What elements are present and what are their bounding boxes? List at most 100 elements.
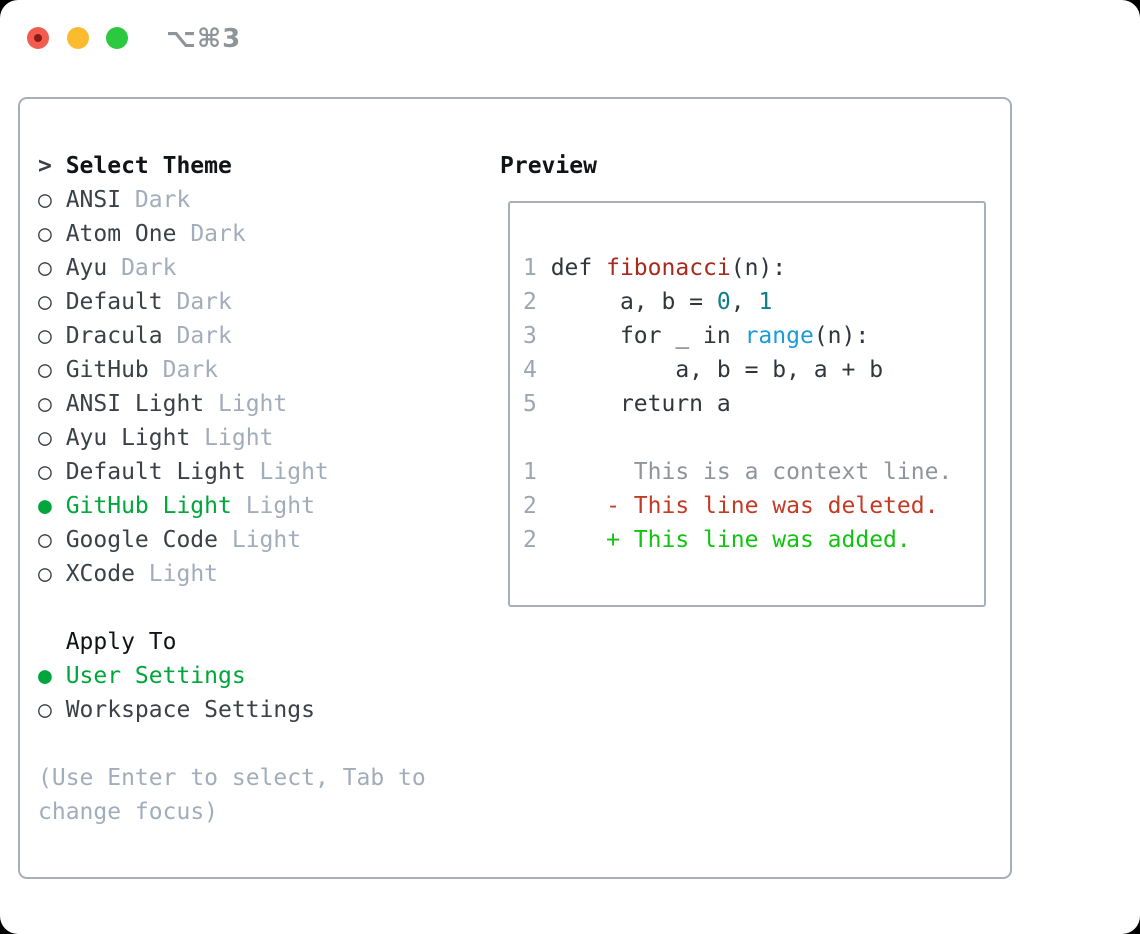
code-segment: return a xyxy=(536,391,731,417)
radio-unselected-icon: ○ xyxy=(38,425,52,451)
hint-line-1: (Use Enter to select, Tab to xyxy=(38,765,426,791)
code-line: 2 a, b = 0, 1 xyxy=(523,285,952,319)
code-segment: for _ in xyxy=(536,323,745,349)
theme-option[interactable]: ○ Atom One Dark xyxy=(38,217,426,251)
theme-name: Default Light xyxy=(65,459,246,485)
menu-title: Select Theme xyxy=(65,153,232,179)
radio-unselected-icon: ○ xyxy=(38,187,52,213)
theme-name: GitHub xyxy=(65,357,149,383)
theme-option[interactable]: ○ ANSI Light Light xyxy=(38,387,426,421)
line-number: 2 xyxy=(523,527,537,553)
theme-name: Dracula xyxy=(65,323,163,349)
theme-name: Default xyxy=(65,289,163,315)
code-segment: range xyxy=(744,323,814,349)
radio-unselected-icon: ○ xyxy=(38,221,52,247)
theme-option[interactable]: ○ GitHub Dark xyxy=(38,353,426,387)
theme-variant-tag: Light xyxy=(231,527,302,553)
radio-selected-icon: ● xyxy=(38,493,52,519)
code-line: 1 This is a context line. xyxy=(523,455,952,489)
theme-name: ANSI xyxy=(65,187,122,213)
line-number: 3 xyxy=(523,323,537,349)
maximize-button[interactable] xyxy=(106,27,128,49)
theme-name: XCode xyxy=(65,561,135,587)
code-segment: a, b = b, a + b xyxy=(536,357,884,383)
theme-variant-tag: Dark xyxy=(134,187,191,213)
prompt-cursor-icon: > xyxy=(38,153,52,179)
spacer xyxy=(38,727,426,761)
theme-variant-tag: Dark xyxy=(176,323,232,349)
radio-unselected-icon: ○ xyxy=(38,289,52,315)
window-title: ⌥⌘3 xyxy=(166,24,242,54)
code-line: 2 - This line was deleted. xyxy=(523,489,952,523)
line-number: 1 xyxy=(523,255,537,281)
line-number: 4 xyxy=(523,357,537,383)
code-segment: - This line was deleted. xyxy=(536,493,939,519)
code-segment: def xyxy=(536,255,607,281)
code-line xyxy=(523,421,952,455)
theme-variant-tag: Light xyxy=(204,425,274,451)
theme-variant-tag: Dark xyxy=(190,221,246,247)
code-line: 1 def fibonacci(n): xyxy=(523,251,952,285)
code-line: 5 return a xyxy=(523,387,952,421)
apply-to-title-row: Apply To xyxy=(38,625,426,659)
code-line: 2 + This line was added. xyxy=(523,523,952,557)
radio-unselected-icon: ○ xyxy=(38,561,52,587)
line-number: 2 xyxy=(523,493,537,519)
theme-name: Ayu xyxy=(65,255,108,281)
theme-variant-tag: Light xyxy=(148,561,219,587)
theme-option[interactable]: ○ XCode Light xyxy=(38,557,426,591)
radio-unselected-icon: ○ xyxy=(38,527,52,553)
hint-line-2: change focus) xyxy=(38,799,219,825)
theme-variant-tag: Light xyxy=(218,391,288,417)
apply-to-option-label: Workspace Settings xyxy=(65,697,315,723)
code-segment: 0 xyxy=(716,289,731,315)
apply-to-option-label: User Settings xyxy=(65,663,246,689)
code-segment: + This line was added. xyxy=(536,527,911,553)
minimize-button[interactable] xyxy=(67,27,89,49)
theme-option[interactable]: ○ Default Dark xyxy=(38,285,426,319)
apply-to-list: ● User Settings ○ Workspace Settings xyxy=(38,659,426,727)
radio-unselected-icon: ○ xyxy=(38,391,52,417)
line-number: 1 xyxy=(523,459,537,485)
theme-variant-tag: Dark xyxy=(176,289,232,315)
theme-name: GitHub Light xyxy=(65,493,232,519)
theme-option[interactable]: ○ Dracula Dark xyxy=(38,319,426,353)
theme-name: Google Code xyxy=(65,527,219,553)
code-line: 4 a, b = b, a + b xyxy=(523,353,952,387)
theme-name: Atom One xyxy=(65,221,177,247)
code-segment: , xyxy=(730,289,759,315)
code-segment: (n): xyxy=(813,323,870,349)
theme-name: ANSI Light xyxy=(65,391,205,417)
code-segment: This is a context line. xyxy=(536,459,953,485)
theme-variant-tag: Light xyxy=(259,459,329,485)
close-dot-icon xyxy=(34,34,42,42)
theme-variant-tag: Light xyxy=(245,493,315,519)
radio-unselected-icon: ○ xyxy=(38,697,52,723)
spacer xyxy=(38,591,426,625)
code-segment: 1 xyxy=(758,289,773,315)
close-button[interactable] xyxy=(27,27,49,49)
radio-unselected-icon: ○ xyxy=(38,323,52,349)
code-segment: a, b = xyxy=(536,289,717,315)
radio-unselected-icon: ○ xyxy=(38,357,52,383)
line-number: 2 xyxy=(523,289,537,315)
preview-title: Preview xyxy=(500,153,597,179)
code-segment: (n): xyxy=(730,255,787,281)
theme-option[interactable]: ○ ANSI Dark xyxy=(38,183,426,217)
theme-option[interactable]: ● GitHub Light Light xyxy=(38,489,426,523)
code-line: 3 for _ in range(n): xyxy=(523,319,952,353)
theme-option[interactable]: ○ Google Code Light xyxy=(38,523,426,557)
apply-to-option[interactable]: ○ Workspace Settings xyxy=(38,693,426,727)
radio-unselected-icon: ○ xyxy=(38,255,52,281)
theme-variant-tag: Dark xyxy=(162,357,219,383)
radio-selected-icon: ● xyxy=(38,663,52,689)
apply-to-option[interactable]: ● User Settings xyxy=(38,659,426,693)
line-number: 5 xyxy=(523,391,537,417)
